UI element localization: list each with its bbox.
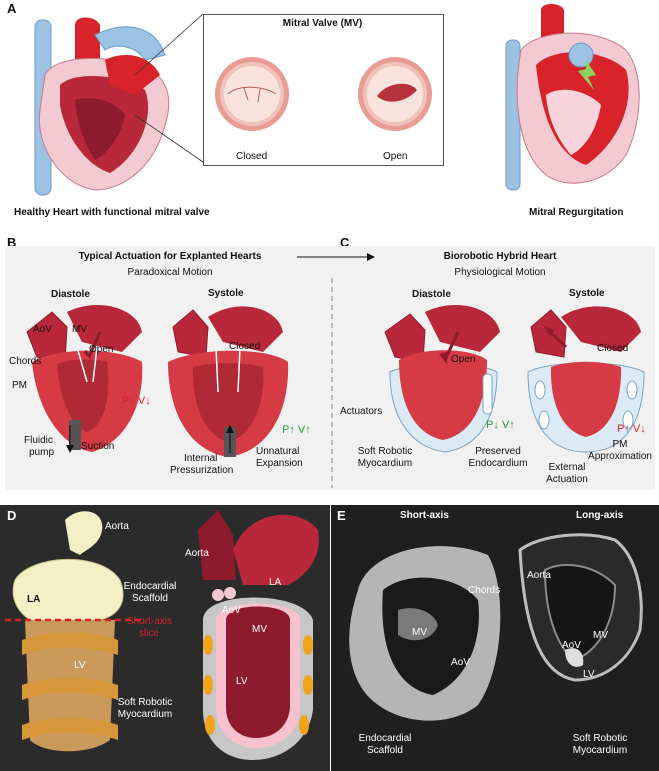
e-long-axis-title: Long-axis [576,510,624,521]
b-systole-heart [168,306,289,457]
c-label-actuators: Actuators [340,406,383,417]
b-label-suction: Suction [81,441,115,452]
b-pressurization-arrow [226,425,234,453]
c-pv-systole-text: P↑ V↓ [617,423,646,435]
divider-dashed [331,278,333,488]
e-label-aov: AoV [451,657,470,668]
b-label-mv: MV [72,324,87,335]
b-label-internal: Internal [184,453,218,464]
d-diagram-la: LA [269,577,282,588]
c-label-external: External [548,462,586,473]
b-label-pm: PM [12,380,27,391]
e-short-axis-scan [349,546,501,721]
panel-c-systole: Systole [569,288,605,299]
d-label-scaffold: Scaffold [132,593,168,604]
c-label-approximation: Approximation [588,451,652,462]
zoom-lines [134,13,204,163]
panel-letter-b: B [7,235,17,250]
b-label-pump: pump [29,447,55,458]
d-slice-line [5,618,140,622]
d-diagram-mv: MV [252,624,267,635]
panel-letter-c: C [340,235,350,250]
b-label-open: Open [89,344,114,355]
panel-c-subtitle: Physiological Motion [454,267,546,278]
b-diastole-heart [26,304,143,452]
c-label-open: Open [451,354,476,365]
b-label-pressurization: Pressurization [170,465,234,476]
regurgitation-heart-illustration [505,4,640,191]
b-label-chords: Chords [9,356,42,367]
b-pv-systole: P↑ V↑ [282,424,311,436]
e-long-mv: MV [593,630,608,641]
d-diagram-heart [198,510,319,760]
e-long-myocardium: Myocardium [572,745,628,756]
panel-letter-a: A [7,1,17,16]
c-systole-heart [527,306,645,453]
c-label-closed: Closed [597,343,629,354]
d-label-endocardial: Endocardial [123,581,177,592]
c-label-endocardium: Endocardium [468,458,528,469]
d-diagram-aorta: Aorta [185,548,209,559]
panel-b-title: Typical Actuation for Explanted Hearts [78,251,262,262]
d-label-slice-1: Short-axis [127,616,173,627]
panel-b-systole: Systole [208,288,244,299]
e-long-axis-scan [518,533,643,682]
panel-c-diastole: Diastole [412,289,451,300]
panel-letter-d: D [7,508,17,523]
b-label-closed: Closed [229,341,261,352]
regurgitation-caption: Mitral Regurgitation [529,207,624,218]
d-label-aorta: Aorta [105,521,129,532]
healthy-heart-caption: Healthy Heart with functional mitral val… [14,207,210,218]
d-label-myocardium: Myocardium [117,709,173,720]
e-long-aov: AoV [562,640,581,651]
mv-open-label: Open [383,151,408,162]
c-pv-diastole-text: P↓ V↑ [486,419,515,431]
panel-c-title: Biorobotic Hybrid Heart [443,251,557,262]
d-photo-heart [12,511,124,752]
mv-closed-label: Closed [236,151,268,162]
b-label-expansion: Expansion [256,458,303,469]
e-label-scaffold: Scaffold [367,745,403,756]
panel-b-subtitle: Paradoxical Motion [127,267,213,278]
mv-open-valve [358,57,432,131]
b-suction-arrow [66,425,74,453]
d-label-slice-2: slice [139,628,160,639]
e-label-endocardial: Endocardial [358,733,412,744]
d-label-la: LA [27,594,41,605]
b-pv-diastole: P↓ V↓ [122,395,151,407]
b-to-c-arrow [297,253,375,261]
b-label-aov: AoV [33,324,52,335]
mitral-valve-inset-title: Mitral Valve (MV) [282,18,363,29]
mv-closed-valve [215,57,289,131]
e-short-axis-title: Short-axis [400,510,449,521]
d-diagram-lv: LV [236,676,248,687]
panel-b-diastole: Diastole [51,289,90,300]
e-label-chords: Chords [468,585,501,596]
e-long-soft-robotic: Soft Robotic [572,733,628,744]
b-label-fluidic: Fluidic [24,435,53,446]
c-label-soft-robotic: Soft Robotic [357,446,413,457]
c-diastole-heart [384,304,500,453]
e-long-aorta: Aorta [527,570,551,581]
c-label-preserved: Preserved [475,446,521,457]
c-pv-systole: P↑ V↓ [617,424,646,435]
e-long-lv: LV [583,669,595,680]
d-label-soft-robotic: Soft Robotic [117,697,173,708]
c-label-myocardium: Myocardium [357,458,413,469]
c-label-actuation: Actuation [546,474,588,485]
b-label-unnatural: Unnatural [256,446,300,457]
panel-letter-e: E [337,508,346,523]
d-diagram-aov: AoV [222,605,241,616]
d-label-lv: LV [74,660,86,671]
c-label-pm: PM [612,439,628,450]
e-label-mv: MV [412,627,427,638]
c-pv-diastole: P↓ V↑ [486,420,515,431]
